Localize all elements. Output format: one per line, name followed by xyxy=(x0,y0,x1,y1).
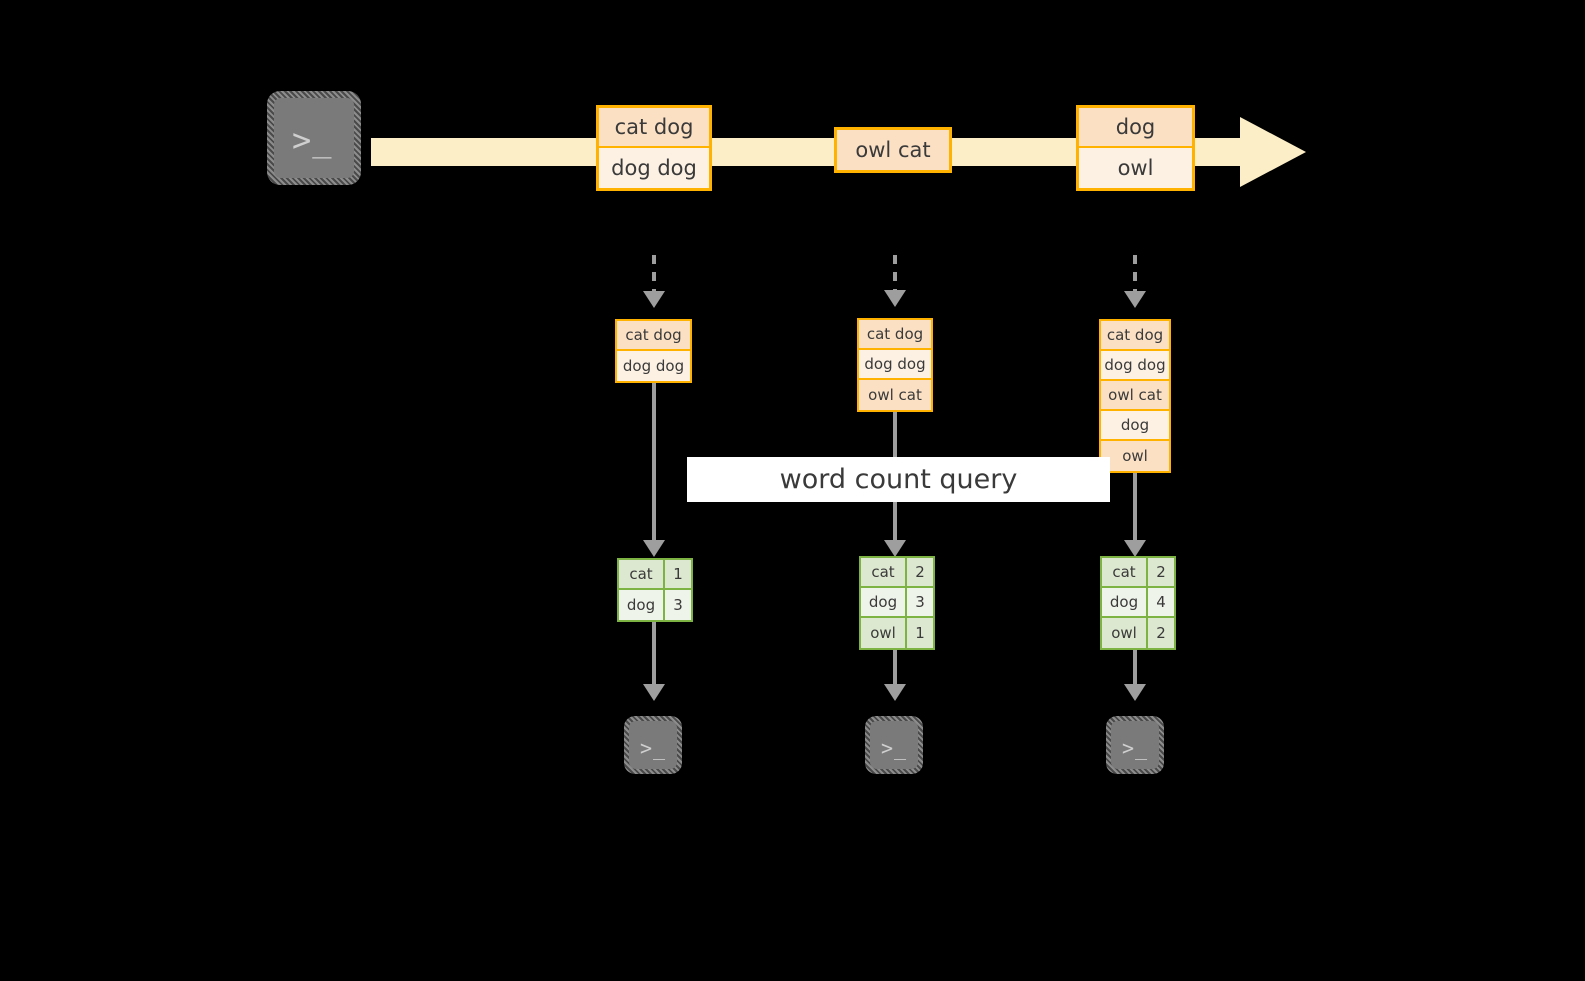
query-arrow-head-3 xyxy=(1124,540,1146,557)
table-row: owl 1 xyxy=(861,618,933,648)
word-cell: dog xyxy=(861,588,907,618)
dashed-arrow-head-3 xyxy=(1124,291,1146,308)
query-arrow-head-1 xyxy=(643,540,665,557)
sink-arrow-head-1 xyxy=(643,684,665,701)
buffer-line: dog dog xyxy=(617,351,690,381)
word-cell: cat xyxy=(619,560,665,590)
table-row: dog 4 xyxy=(1102,588,1174,618)
table-row: cat 2 xyxy=(1102,558,1174,588)
buffer-line: owl cat xyxy=(859,380,931,410)
source-terminal-icon: >_ xyxy=(267,91,361,185)
stream-record-line: owl xyxy=(1079,148,1192,188)
buffer-line: cat dog xyxy=(859,320,931,350)
buffer-line: dog dog xyxy=(1101,351,1169,381)
dashed-connector-1 xyxy=(652,255,656,292)
stream-record-1: cat dog dog dog xyxy=(596,105,712,191)
query-connector-3 xyxy=(1133,473,1137,551)
table-row: owl 2 xyxy=(1102,618,1174,648)
stream-record-2: owl cat xyxy=(834,127,952,173)
buffer-stack-column-3: cat dog dog dog owl cat dog owl xyxy=(1099,319,1171,473)
buffer-line: owl xyxy=(1101,441,1169,471)
count-cell: 1 xyxy=(907,618,933,648)
sink-terminal-icon-3: >_ xyxy=(1106,716,1164,774)
dashed-connector-2 xyxy=(893,255,897,291)
sink-terminal-icon-1: >_ xyxy=(624,716,682,774)
result-table-column-1: cat 1 dog 3 xyxy=(617,558,693,622)
stream-record-line: cat dog xyxy=(599,108,709,148)
table-row: dog 3 xyxy=(619,590,691,620)
stream-record-line: dog xyxy=(1079,108,1192,148)
word-cell: cat xyxy=(1102,558,1148,588)
stream-record-line: dog dog xyxy=(599,148,709,188)
sink-connector-3 xyxy=(1133,650,1137,694)
word-cell: dog xyxy=(619,590,665,620)
query-label: word count query xyxy=(687,457,1110,502)
count-cell: 3 xyxy=(907,588,933,618)
terminal-face xyxy=(870,721,918,769)
buffer-line: owl cat xyxy=(1101,381,1169,411)
table-row: dog 3 xyxy=(861,588,933,618)
terminal-face xyxy=(629,721,677,769)
dashed-connector-3 xyxy=(1133,255,1137,292)
count-cell: 4 xyxy=(1148,588,1174,618)
sink-terminal-icon-2: >_ xyxy=(865,716,923,774)
count-cell: 3 xyxy=(665,590,691,620)
stream-arrow-head xyxy=(1240,117,1306,187)
terminal-face xyxy=(1111,721,1159,769)
sink-arrow-head-2 xyxy=(884,684,906,701)
sink-connector-1 xyxy=(652,620,656,694)
count-cell: 2 xyxy=(1148,618,1174,648)
word-cell: dog xyxy=(1102,588,1148,618)
query-arrow-head-2 xyxy=(884,540,906,557)
word-cell: owl xyxy=(861,618,907,648)
stream-record-line: owl cat xyxy=(837,130,949,170)
table-row: cat 2 xyxy=(861,558,933,588)
terminal-face xyxy=(274,98,354,178)
sink-connector-2 xyxy=(893,650,897,694)
terminal-prompt-glyph: >_ xyxy=(292,121,333,159)
buffer-stack-column-1: cat dog dog dog xyxy=(615,319,692,383)
result-table-column-3: cat 2 dog 4 owl 2 xyxy=(1100,556,1176,650)
terminal-prompt-glyph: >_ xyxy=(640,736,667,760)
buffer-line: dog xyxy=(1101,411,1169,441)
terminal-prompt-glyph: >_ xyxy=(881,736,908,760)
count-cell: 1 xyxy=(665,560,691,590)
query-connector-1 xyxy=(652,383,656,551)
count-cell: 2 xyxy=(1148,558,1174,588)
word-cell: cat xyxy=(861,558,907,588)
sink-arrow-head-3 xyxy=(1124,684,1146,701)
table-row: cat 1 xyxy=(619,560,691,590)
stream-record-3: dog owl xyxy=(1076,105,1195,191)
buffer-line: cat dog xyxy=(1101,321,1169,351)
word-cell: owl xyxy=(1102,618,1148,648)
buffer-stack-column-2: cat dog dog dog owl cat xyxy=(857,318,933,412)
dashed-arrow-head-2 xyxy=(884,290,906,307)
result-table-column-2: cat 2 dog 3 owl 1 xyxy=(859,556,935,650)
terminal-prompt-glyph: >_ xyxy=(1122,736,1149,760)
count-cell: 2 xyxy=(907,558,933,588)
dashed-arrow-head-1 xyxy=(643,291,665,308)
buffer-line: cat dog xyxy=(617,321,690,351)
buffer-line: dog dog xyxy=(859,350,931,380)
